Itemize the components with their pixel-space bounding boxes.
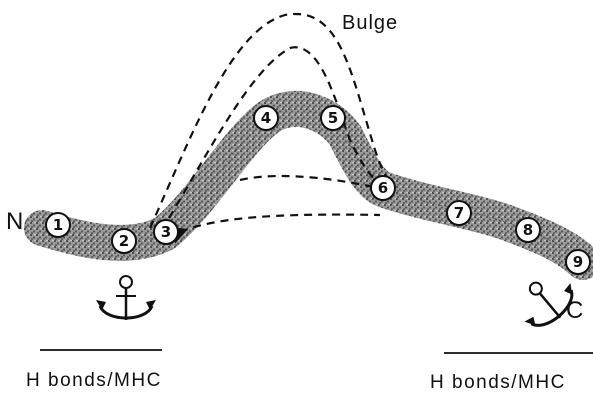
anchor-icon [96,276,156,320]
residue-1: 1 [46,213,70,237]
residue-5: 5 [321,106,345,130]
bulge-label: Bulge [342,12,398,35]
svg-text:6: 6 [378,179,388,197]
hbonds-left-label: H bonds/MHC [26,370,162,392]
residue-6: 6 [371,176,395,200]
svg-text:2: 2 [119,232,129,250]
svg-text:8: 8 [523,221,533,239]
svg-text:9: 9 [573,253,583,271]
hbonds-right-label: H bonds/MHC [430,372,566,394]
n-terminus-label: N [6,208,23,236]
residue-3: 3 [154,220,178,244]
residue-2: 2 [112,229,136,253]
svg-text:1: 1 [53,216,63,234]
bulge-lower-dashed-path [180,215,380,232]
svg-text:4: 4 [261,109,271,127]
svg-text:3: 3 [161,223,171,241]
residue-4: 4 [254,106,278,130]
residue-8: 8 [516,218,540,242]
svg-text:7: 7 [454,204,464,222]
c-terminus-label: C [566,297,583,325]
residue-7: 7 [447,201,471,225]
svg-text:5: 5 [328,109,338,127]
residue-9: 9 [566,250,590,274]
